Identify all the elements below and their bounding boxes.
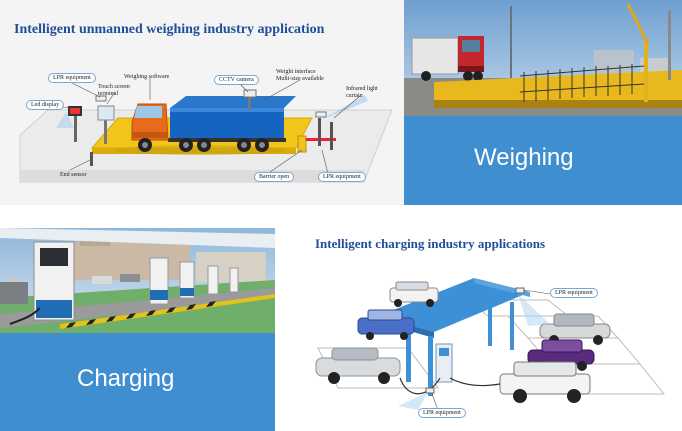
callout-cctv-camera: CCTV camera — [214, 75, 259, 85]
truck-weighbridge-photo — [404, 0, 682, 116]
callout-lpr-equipment-top: LPR equipment — [48, 73, 96, 83]
charging-diagram-illustration — [315, 278, 666, 411]
callout-lpr-equipment-bottom: LPR equipment — [418, 408, 466, 418]
charging-diagram-panel: Intelligent charging industry applicatio… — [278, 228, 682, 431]
callout-barrier-open: Barrier open — [254, 172, 295, 182]
charging-station-photo — [0, 228, 275, 333]
weighing-banner: Weighing — [404, 116, 682, 205]
callout-weighing-software: Weighing software — [124, 74, 170, 80]
callout-end-sensor: End sensor — [60, 172, 87, 178]
charging-diagram-title: Intelligent charging industry applicatio… — [315, 236, 546, 251]
charging-photo-panel: Charging — [0, 228, 275, 431]
callout-touch-screen: Touch screen — [98, 84, 130, 90]
charging-banner: Charging — [0, 333, 275, 431]
weighing-diagram-panel: Intelligent unmanned weighing industry a… — [0, 0, 404, 205]
weighing-diagram-title: Intelligent unmanned weighing industry a… — [14, 22, 325, 37]
charging-banner-label: Charging — [77, 365, 175, 392]
callout-lpr-equipment-bottom: LPR equipment — [318, 172, 366, 182]
weighing-photo-panel: Weighing — [404, 0, 682, 205]
callout-infrared-curtain: curtain — [346, 93, 363, 99]
weighing-banner-label: Weighing — [474, 144, 574, 171]
callout-lpr-equipment-top: LPR equipment — [550, 288, 598, 298]
callout-infrared-light: Infrared light — [346, 86, 378, 92]
callout-led-display: Led display — [26, 100, 65, 110]
callout-weight-interface-sizes: Multi-size available — [276, 76, 324, 82]
callout-weight-interface: Weight interface — [276, 69, 316, 75]
callout-touch-screen-terminal: terminal — [98, 91, 118, 97]
